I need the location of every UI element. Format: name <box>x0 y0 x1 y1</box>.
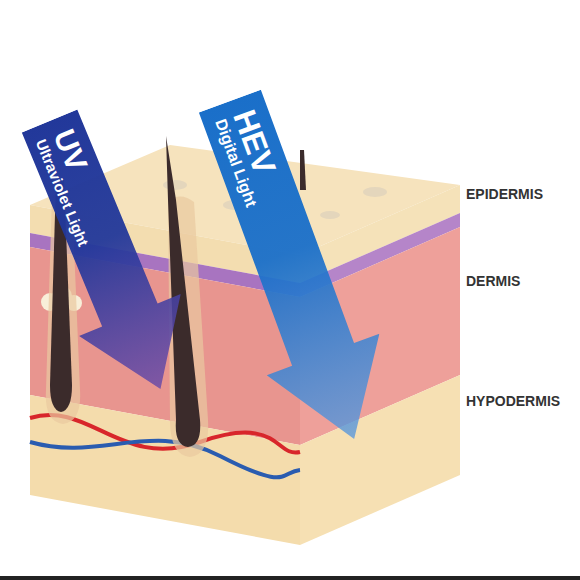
pore <box>163 180 187 190</box>
pore <box>320 211 340 219</box>
pore <box>363 187 387 197</box>
layer-label: HYPODERMIS <box>466 393 560 410</box>
layer-label: EPIDERMIS <box>466 186 543 203</box>
bottom-bar <box>0 576 580 580</box>
arrow-body <box>174 80 411 459</box>
arrow-text: HEVDigital Light <box>211 106 290 210</box>
vein <box>30 441 300 478</box>
arrow-body <box>0 100 211 410</box>
hair <box>166 136 200 447</box>
layer-label: DERMIS <box>466 273 520 290</box>
hair <box>300 150 306 190</box>
